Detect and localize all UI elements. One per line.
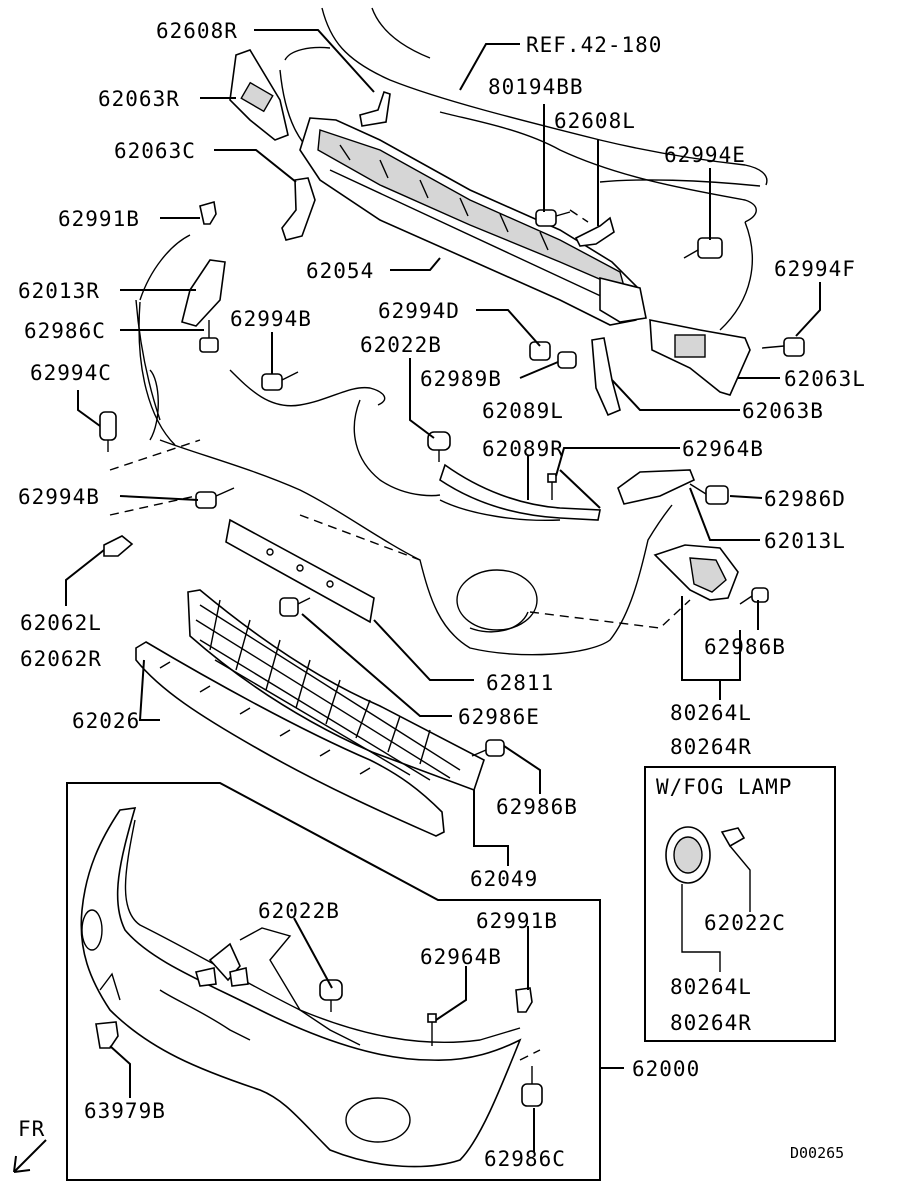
label-62986B-right: 62986B bbox=[704, 635, 786, 659]
label-62022C: 62022C bbox=[704, 911, 786, 935]
lower-spoiler-62026 bbox=[135, 641, 445, 837]
label-62986C-top: 62986C bbox=[24, 319, 106, 343]
bumper-upper-outline bbox=[109, 301, 691, 656]
fastener-62994C bbox=[99, 411, 117, 452]
label-62994B-mid: 62994B bbox=[18, 485, 100, 509]
label-62026: 62026 bbox=[72, 709, 140, 733]
label-62013L: 62013L bbox=[764, 529, 846, 553]
bracket-62013R bbox=[181, 259, 226, 327]
label-fr: FR bbox=[18, 1117, 45, 1141]
label-fog-lamp-title: W/FOG LAMP bbox=[656, 775, 792, 799]
fastener-62022B-low bbox=[319, 979, 343, 1012]
label-63979B: 63979B bbox=[84, 1099, 166, 1123]
fastener-62986D bbox=[689, 483, 729, 505]
label-62994C: 62994C bbox=[30, 361, 112, 385]
label-62054: 62054 bbox=[306, 259, 374, 283]
vehicle-body-outline bbox=[135, 7, 768, 497]
bracket-62063B bbox=[591, 337, 621, 417]
label-62062L: 62062L bbox=[20, 611, 102, 635]
label-62608R: 62608R bbox=[156, 19, 238, 43]
label-62022B-low: 62022B bbox=[258, 899, 340, 923]
license-bracket-62811 bbox=[225, 518, 375, 624]
label-62013R: 62013R bbox=[18, 279, 100, 303]
label-80264L-top: 80264L bbox=[670, 701, 752, 725]
label-62986D: 62986D bbox=[764, 487, 846, 511]
reinforcement-beam-62054 bbox=[299, 117, 647, 326]
fog-lamp-bracket-80264 bbox=[653, 544, 739, 601]
fastener-62994B-mid bbox=[195, 487, 235, 509]
fastener-62986E bbox=[279, 597, 311, 617]
fastener-62986B-low bbox=[471, 739, 505, 757]
label-62089R: 62089R bbox=[482, 437, 564, 461]
bracket-62062 bbox=[103, 535, 134, 557]
label-ref-42-180: REF.42-180 bbox=[526, 33, 662, 57]
bumper-cover-62000 bbox=[80, 807, 522, 1168]
fastener-62994B-top bbox=[261, 371, 299, 391]
label-62994E: 62994E bbox=[664, 143, 746, 167]
label-80264R-top: 80264R bbox=[670, 735, 752, 759]
label-62608L: 62608L bbox=[554, 109, 636, 133]
label-62964B-low: 62964B bbox=[420, 945, 502, 969]
fastener-62994D bbox=[529, 341, 551, 361]
label-62063L: 62063L bbox=[784, 367, 866, 391]
fastener-62964B-top bbox=[547, 473, 557, 500]
drawing-code: D00265 bbox=[790, 1144, 844, 1162]
label-62000: 62000 bbox=[632, 1057, 700, 1081]
part-labels: 62608R REF.42-180 80194BB 62063R 62608L … bbox=[18, 19, 866, 1171]
label-80264R-fog: 80264R bbox=[670, 1011, 752, 1035]
fr-direction-arrow bbox=[13, 1139, 47, 1173]
grille-62049 bbox=[187, 589, 485, 792]
label-62994D: 62994D bbox=[378, 299, 460, 323]
fastener-62989B bbox=[557, 351, 577, 369]
fog-lamp-inset bbox=[644, 766, 836, 1042]
bracket-62063C bbox=[281, 177, 316, 241]
label-62022B-top: 62022B bbox=[360, 333, 442, 357]
leader-lines bbox=[65, 29, 821, 1181]
fastener-62991B-top bbox=[199, 200, 217, 225]
label-62991B-low: 62991B bbox=[476, 909, 558, 933]
fastener-62986C-top bbox=[199, 320, 219, 353]
bracket-62013L bbox=[617, 469, 696, 505]
fastener-80194BB bbox=[535, 209, 571, 227]
label-62991B-top: 62991B bbox=[58, 207, 140, 231]
label-80264L-fog: 80264L bbox=[670, 975, 752, 999]
bracket-62063R bbox=[229, 49, 289, 141]
fastener-62994E bbox=[683, 237, 723, 259]
label-62089L: 62089L bbox=[482, 399, 564, 423]
fastener-62986C-low bbox=[519, 1049, 543, 1107]
bracket-62608L bbox=[569, 209, 615, 247]
label-62063B: 62063B bbox=[742, 399, 824, 423]
label-62063R: 62063R bbox=[98, 87, 180, 111]
label-62063C: 62063C bbox=[114, 139, 196, 163]
fastener-63979B bbox=[95, 1021, 119, 1049]
bracket-62063L bbox=[649, 319, 751, 396]
label-62994F: 62994F bbox=[774, 257, 856, 281]
label-62964B-top: 62964B bbox=[682, 437, 764, 461]
bracket-62089 bbox=[439, 463, 601, 521]
label-62986C-low: 62986C bbox=[484, 1147, 566, 1171]
fastener-62964B-low bbox=[427, 1013, 437, 1046]
fastener-62986B-right bbox=[739, 587, 769, 605]
fastener-62994F bbox=[761, 337, 805, 357]
bracket-62608R bbox=[359, 90, 391, 127]
label-62986E: 62986E bbox=[458, 705, 540, 729]
label-62989B: 62989B bbox=[420, 367, 502, 391]
label-62994B-top: 62994B bbox=[230, 307, 312, 331]
fastener-62991B-low bbox=[515, 987, 533, 1013]
label-62049: 62049 bbox=[470, 867, 538, 891]
label-62062R: 62062R bbox=[20, 647, 102, 671]
label-62986B-low: 62986B bbox=[496, 795, 578, 819]
label-62811: 62811 bbox=[486, 671, 554, 695]
label-80194BB: 80194BB bbox=[488, 75, 584, 99]
